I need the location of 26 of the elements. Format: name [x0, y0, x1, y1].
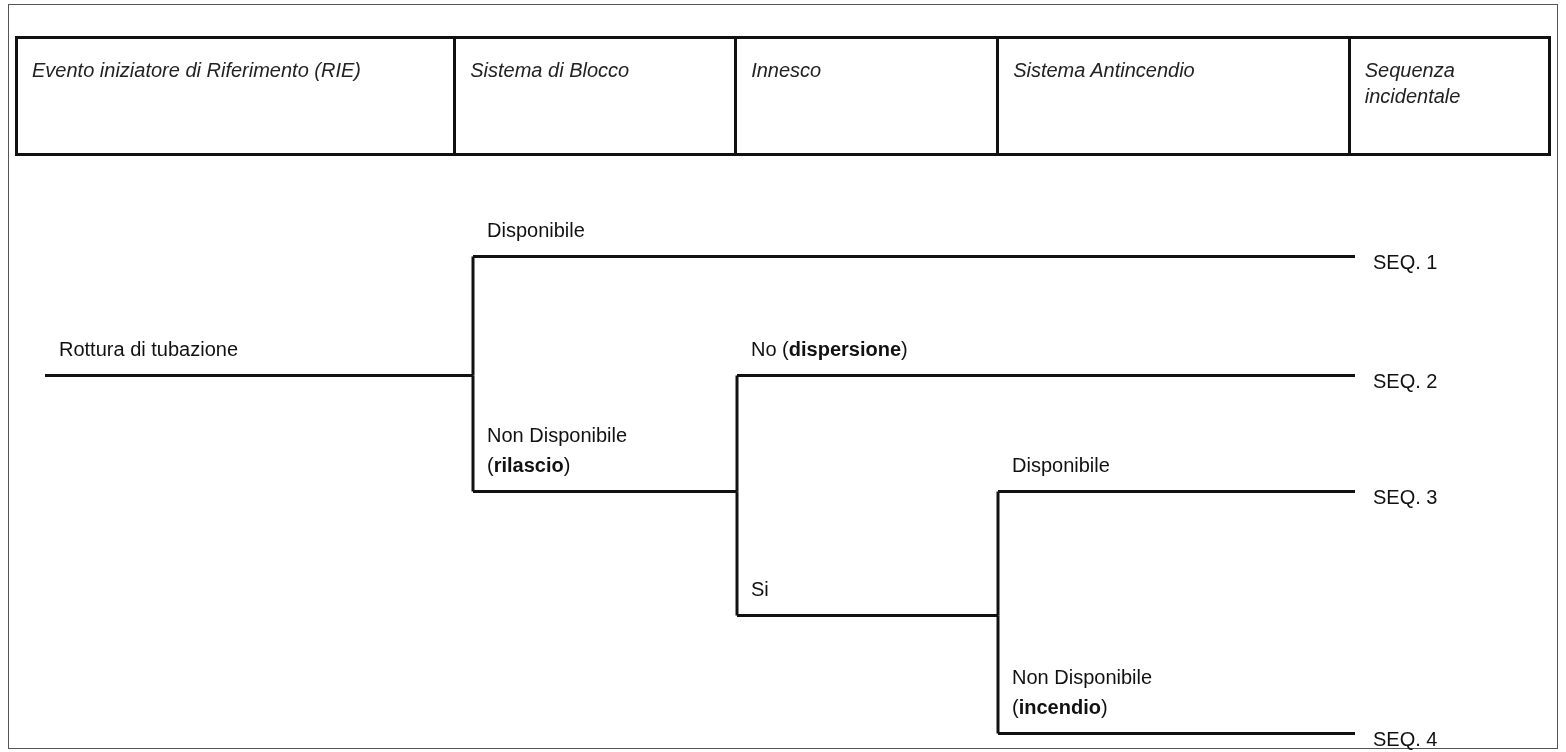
- branch-line: [996, 615, 1000, 734]
- sequence-label: SEQ. 1: [1373, 250, 1438, 274]
- sequence-label: SEQ. 3: [1373, 485, 1438, 509]
- branch-line: [735, 491, 739, 616]
- branch-line: [1248, 490, 1355, 493]
- sequence-label: SEQ. 4: [1373, 727, 1438, 751]
- branch-line: [737, 255, 1355, 258]
- branch-label: Disponibile: [487, 218, 586, 243]
- header-text: Sistema di Blocco: [470, 58, 631, 83]
- branch-line: [471, 256, 475, 376]
- sequence-label: SEQ. 2: [1373, 369, 1438, 393]
- branch-label: Non Disponibile (incendio): [1012, 665, 1154, 720]
- branch-label: Non Disponibile (rilascio): [487, 423, 629, 478]
- branch-line: [735, 375, 739, 492]
- branch-line: [996, 491, 1000, 616]
- header-text: Sistema Antincendio: [1013, 58, 1196, 83]
- branch-label: Si: [751, 577, 770, 602]
- branch-label: Rottura di tubazione: [59, 337, 239, 362]
- branch-line: [471, 375, 475, 492]
- branch-label: No (dispersione): [751, 337, 909, 362]
- header-text: Innesco: [751, 58, 823, 83]
- branch-label: Disponibile: [1012, 453, 1111, 478]
- branch-line: [1248, 732, 1355, 735]
- header-text: Sequenza incidentale: [1364, 58, 1462, 109]
- header-text: Evento iniziatore di Riferimento (RIE): [32, 58, 362, 83]
- branch-line: [1000, 374, 1355, 377]
